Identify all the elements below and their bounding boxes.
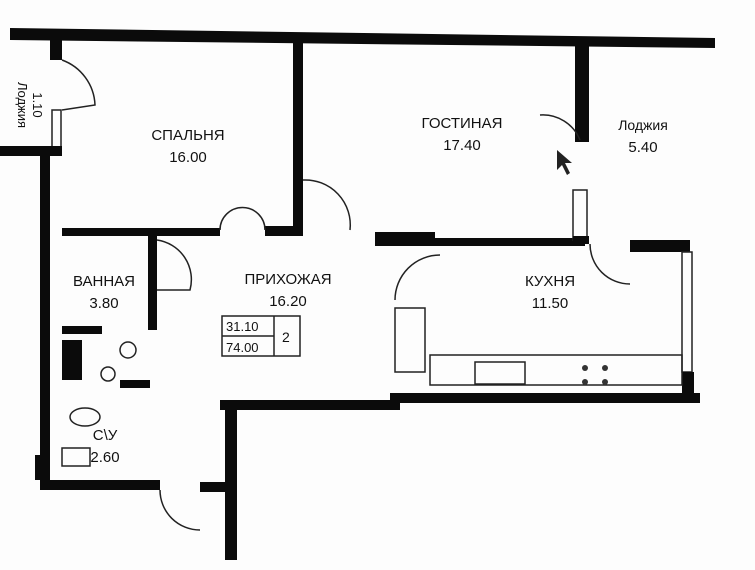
room-name-bathroom: ВАННАЯ (73, 273, 135, 290)
room-name-wc: С\У (93, 427, 118, 444)
room-name-loggia: Лоджия (618, 117, 668, 133)
cursor-icon (557, 150, 572, 175)
room-area-hallway: 16.20 (269, 293, 307, 310)
room-labels: Лоджия 1.10 СПАЛЬНЯ 16.00 ГОСТИНАЯ 17.40… (15, 82, 668, 466)
room-name-kitchen: КУХНЯ (525, 273, 575, 290)
room-area-bedroom: 16.00 (169, 149, 207, 166)
room-area-loggia-small: 1.10 (30, 92, 45, 117)
total-area-value: 74.00 (226, 340, 259, 355)
room-area-loggia: 5.40 (628, 139, 657, 156)
walls (0, 28, 715, 560)
living-area-value: 31.10 (226, 319, 259, 334)
doors (61, 59, 631, 531)
room-area-living-room: 17.40 (443, 137, 481, 154)
fixtures (61, 341, 683, 467)
area-summary-table: 31.10 74.00 2 (221, 315, 301, 357)
room-name-living-room: ГОСТИНАЯ (422, 115, 503, 132)
room-area-wc: 2.60 (90, 449, 119, 466)
room-name-hallway: ПРИХОЖАЯ (244, 271, 331, 288)
room-area-kitchen: 11.50 (532, 295, 568, 312)
rooms-count-value: 2 (282, 329, 290, 345)
room-name-loggia-small: Лоджия (15, 82, 30, 128)
room-name-bedroom: СПАЛЬНЯ (151, 127, 224, 144)
room-area-bathroom: 3.80 (89, 295, 118, 312)
